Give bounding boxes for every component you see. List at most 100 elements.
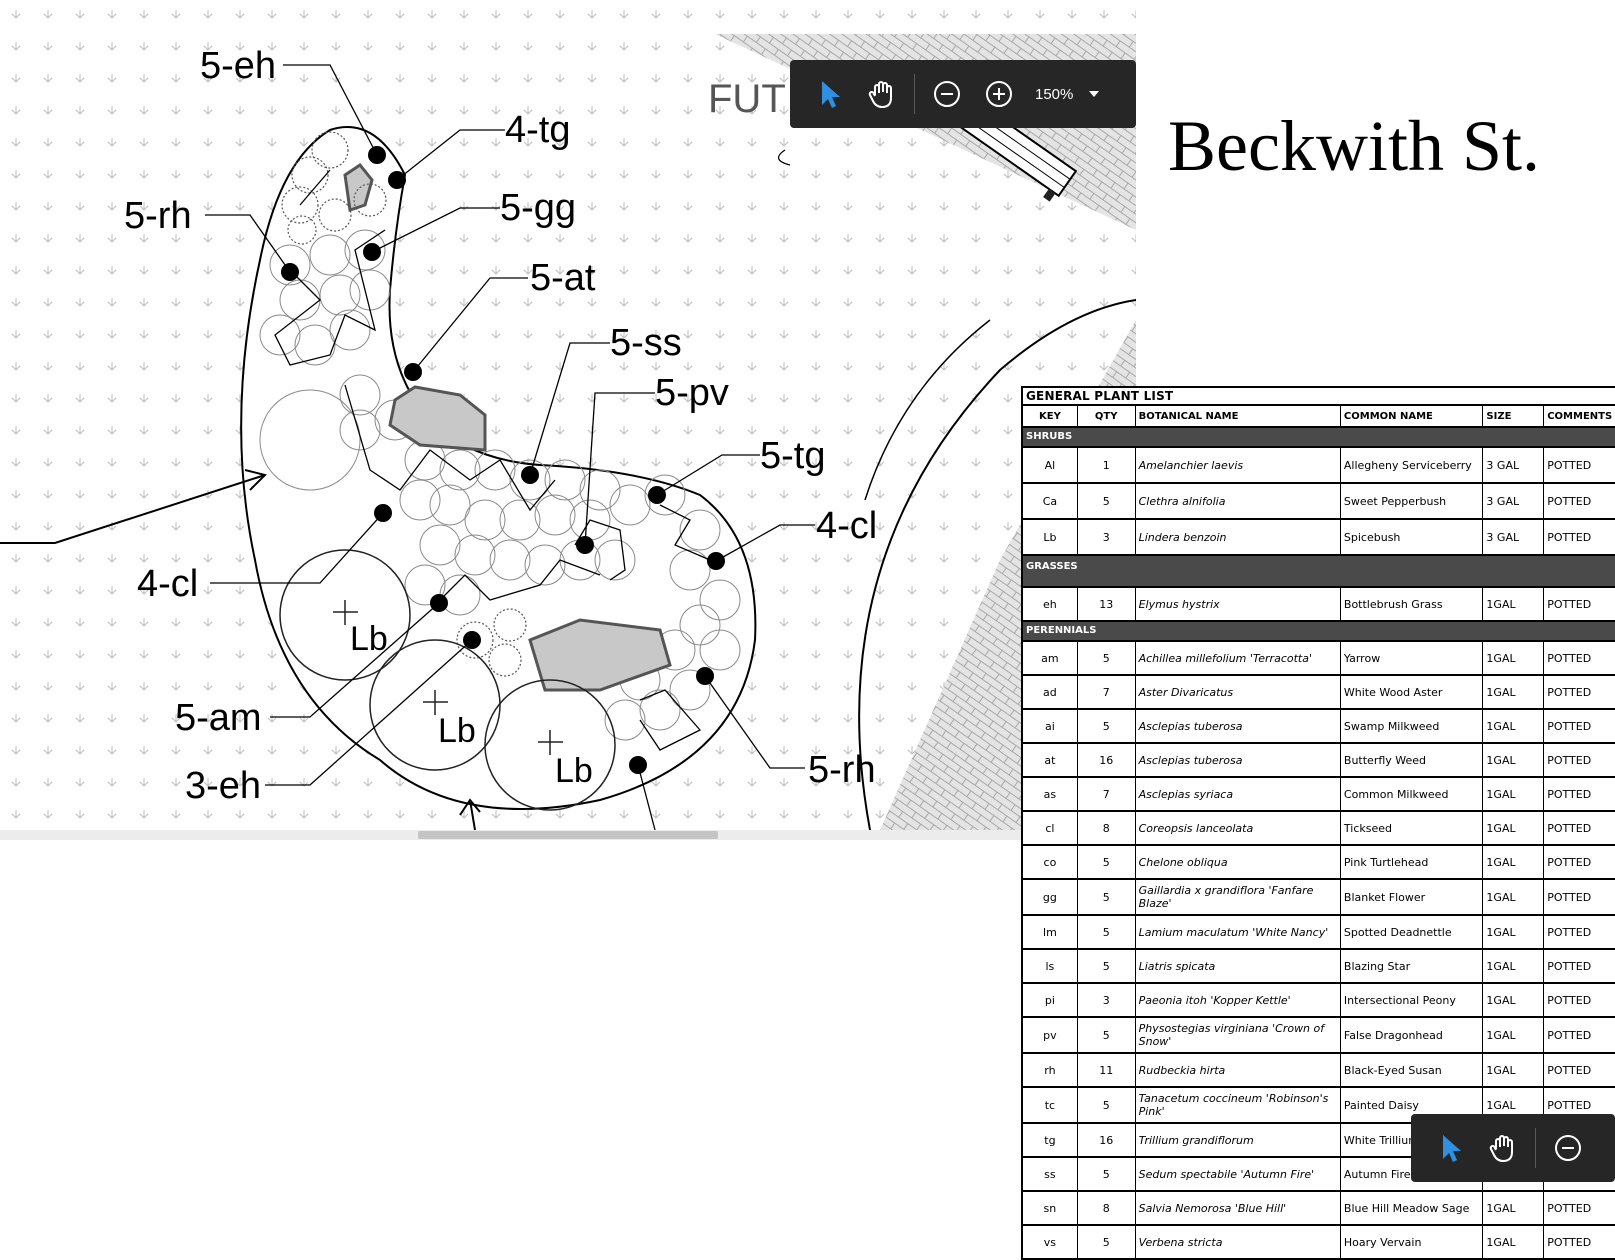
cell-common-name: Black-Eyed Susan bbox=[1341, 1054, 1484, 1086]
cell-qty: 5 bbox=[1078, 1088, 1136, 1122]
cell-comments: POTTED bbox=[1547, 1235, 1592, 1249]
cell-size: 1GAL bbox=[1483, 778, 1545, 810]
zoom-out-icon[interactable] bbox=[921, 68, 973, 120]
cell-botanical-name: Coreopsis lanceolata bbox=[1136, 812, 1341, 844]
cell-botanical-name: Salvia Nemorosa 'Blue Hill' bbox=[1136, 1192, 1341, 1224]
cell-common-name: Intersectional Peony bbox=[1341, 984, 1484, 1016]
cell-common-name: Sweet Pepperbush bbox=[1341, 484, 1484, 518]
tree-label-2: Lb bbox=[438, 712, 476, 750]
cell-size: 1GAL bbox=[1483, 676, 1545, 708]
street-label: Beckwith St. bbox=[1168, 106, 1540, 186]
cell-comments: POTTED bbox=[1547, 753, 1592, 767]
header-key: KEY bbox=[1023, 406, 1078, 426]
site-plan-panel[interactable]: FUT bbox=[0, 0, 1136, 840]
site-plan-drawing: FUT bbox=[0, 0, 1136, 830]
cell-common-name: Tickseed bbox=[1341, 812, 1484, 844]
cell-key: ls bbox=[1023, 950, 1078, 982]
select-arrow-icon[interactable] bbox=[1425, 1122, 1477, 1174]
cell-key: ai bbox=[1023, 710, 1078, 742]
cell-comments: POTTED bbox=[1547, 494, 1592, 508]
cell-botanical-name: Asclepias syriaca bbox=[1136, 778, 1341, 810]
cell-size: 1GAL bbox=[1483, 1192, 1545, 1224]
cell-key: cl bbox=[1023, 812, 1078, 844]
chevron-down-icon[interactable] bbox=[1081, 90, 1107, 98]
cell-comments: POTTED bbox=[1547, 855, 1592, 869]
cell-key: rh bbox=[1023, 1054, 1078, 1086]
cell-comments: POTTED bbox=[1547, 1098, 1592, 1112]
callout-4-cl-right: 4-cl bbox=[816, 505, 877, 547]
arrows bbox=[0, 469, 481, 830]
cell-qty: 11 bbox=[1078, 1054, 1136, 1086]
callout-5-pv: 5-pv bbox=[655, 372, 729, 414]
callout-5-eh: 5-eh bbox=[200, 45, 276, 87]
cell-common-name: Allegheny Serviceberry bbox=[1341, 448, 1484, 482]
cell-key: Ca bbox=[1023, 484, 1078, 518]
cell-key: at bbox=[1023, 744, 1078, 776]
cell-size: 1GAL bbox=[1483, 744, 1545, 776]
callout-5-ss: 5-ss bbox=[610, 322, 682, 364]
cell-qty: 5 bbox=[1078, 846, 1136, 878]
cell-size: 1GAL bbox=[1483, 984, 1545, 1016]
callout-5-rh: 5-rh bbox=[124, 195, 192, 237]
header-comments: COMMENTS bbox=[1547, 410, 1613, 422]
grass-clumps bbox=[281, 131, 527, 677]
cell-key: vs bbox=[1023, 1226, 1078, 1258]
cell-botanical-name: Amelanchier laevis bbox=[1136, 448, 1341, 482]
cell-common-name: Painted Daisy bbox=[1341, 1088, 1484, 1122]
select-arrow-icon[interactable] bbox=[804, 68, 856, 120]
cell-key: ss bbox=[1023, 1158, 1078, 1190]
callout-5-tg: 5-tg bbox=[760, 435, 825, 477]
cell-botanical-name: Verbena stricta bbox=[1136, 1226, 1341, 1258]
cell-comments: POTTED bbox=[1547, 1028, 1592, 1042]
hand-icon[interactable] bbox=[856, 68, 908, 120]
cell-botanical-name: Asclepias tuberosa bbox=[1136, 710, 1341, 742]
drift-lines bbox=[274, 169, 711, 751]
cell-botanical-name: Physostegias virginiana 'Crown of Snow' bbox=[1136, 1018, 1341, 1052]
cell-botanical-name: Lindera benzoin bbox=[1136, 520, 1341, 554]
zoom-in-icon[interactable] bbox=[973, 68, 1025, 120]
zoom-level[interactable]: 150% bbox=[1035, 85, 1074, 103]
cell-comments: POTTED bbox=[1547, 1063, 1592, 1077]
tree-label-1: Lb bbox=[350, 620, 388, 658]
cell-key: gg bbox=[1023, 880, 1078, 914]
cell-key: tg bbox=[1023, 1124, 1078, 1156]
scrollbar-thumb[interactable] bbox=[418, 831, 718, 839]
cell-qty: 5 bbox=[1078, 880, 1136, 914]
cell-common-name: Common Milkweed bbox=[1341, 778, 1484, 810]
cell-qty: 7 bbox=[1078, 676, 1136, 708]
hand-icon[interactable] bbox=[1477, 1122, 1529, 1174]
cell-comments: POTTED bbox=[1547, 959, 1592, 973]
cell-size: 1GAL bbox=[1483, 710, 1545, 742]
cell-qty: 5 bbox=[1078, 950, 1136, 982]
cell-common-name: Butterfly Weed bbox=[1341, 744, 1484, 776]
callout-4-tg: 4-tg bbox=[505, 109, 570, 151]
cell-qty: 7 bbox=[1078, 778, 1136, 810]
cell-qty: 5 bbox=[1078, 1158, 1136, 1190]
toolbar-divider bbox=[914, 74, 915, 114]
cell-botanical-name: Aster Divaricatus bbox=[1136, 676, 1341, 708]
cell-botanical-name: Asclepias tuberosa bbox=[1136, 744, 1341, 776]
cell-comments: POTTED bbox=[1547, 597, 1592, 611]
cell-comments: POTTED bbox=[1547, 787, 1592, 801]
cell-common-name: Hoary Vervain bbox=[1341, 1226, 1484, 1258]
cell-common-name: Yarrow bbox=[1341, 642, 1484, 674]
cell-qty: 13 bbox=[1078, 588, 1136, 620]
cell-qty: 16 bbox=[1078, 744, 1136, 776]
cell-key: pi bbox=[1023, 984, 1078, 1016]
cell-botanical-name: Achillea millefolium 'Terracotta' bbox=[1136, 642, 1341, 674]
cell-comments: POTTED bbox=[1547, 530, 1592, 544]
cell-key: sn bbox=[1023, 1192, 1078, 1224]
viewer-toolbar-bottom bbox=[1411, 1114, 1615, 1182]
cell-botanical-name: Liatris spicata bbox=[1136, 950, 1341, 982]
cell-comments: POTTED bbox=[1547, 1201, 1592, 1215]
zoom-out-icon[interactable] bbox=[1542, 1122, 1594, 1174]
callout-3-eh: 3-eh bbox=[185, 765, 261, 807]
horizontal-scrollbar[interactable] bbox=[0, 830, 1136, 840]
